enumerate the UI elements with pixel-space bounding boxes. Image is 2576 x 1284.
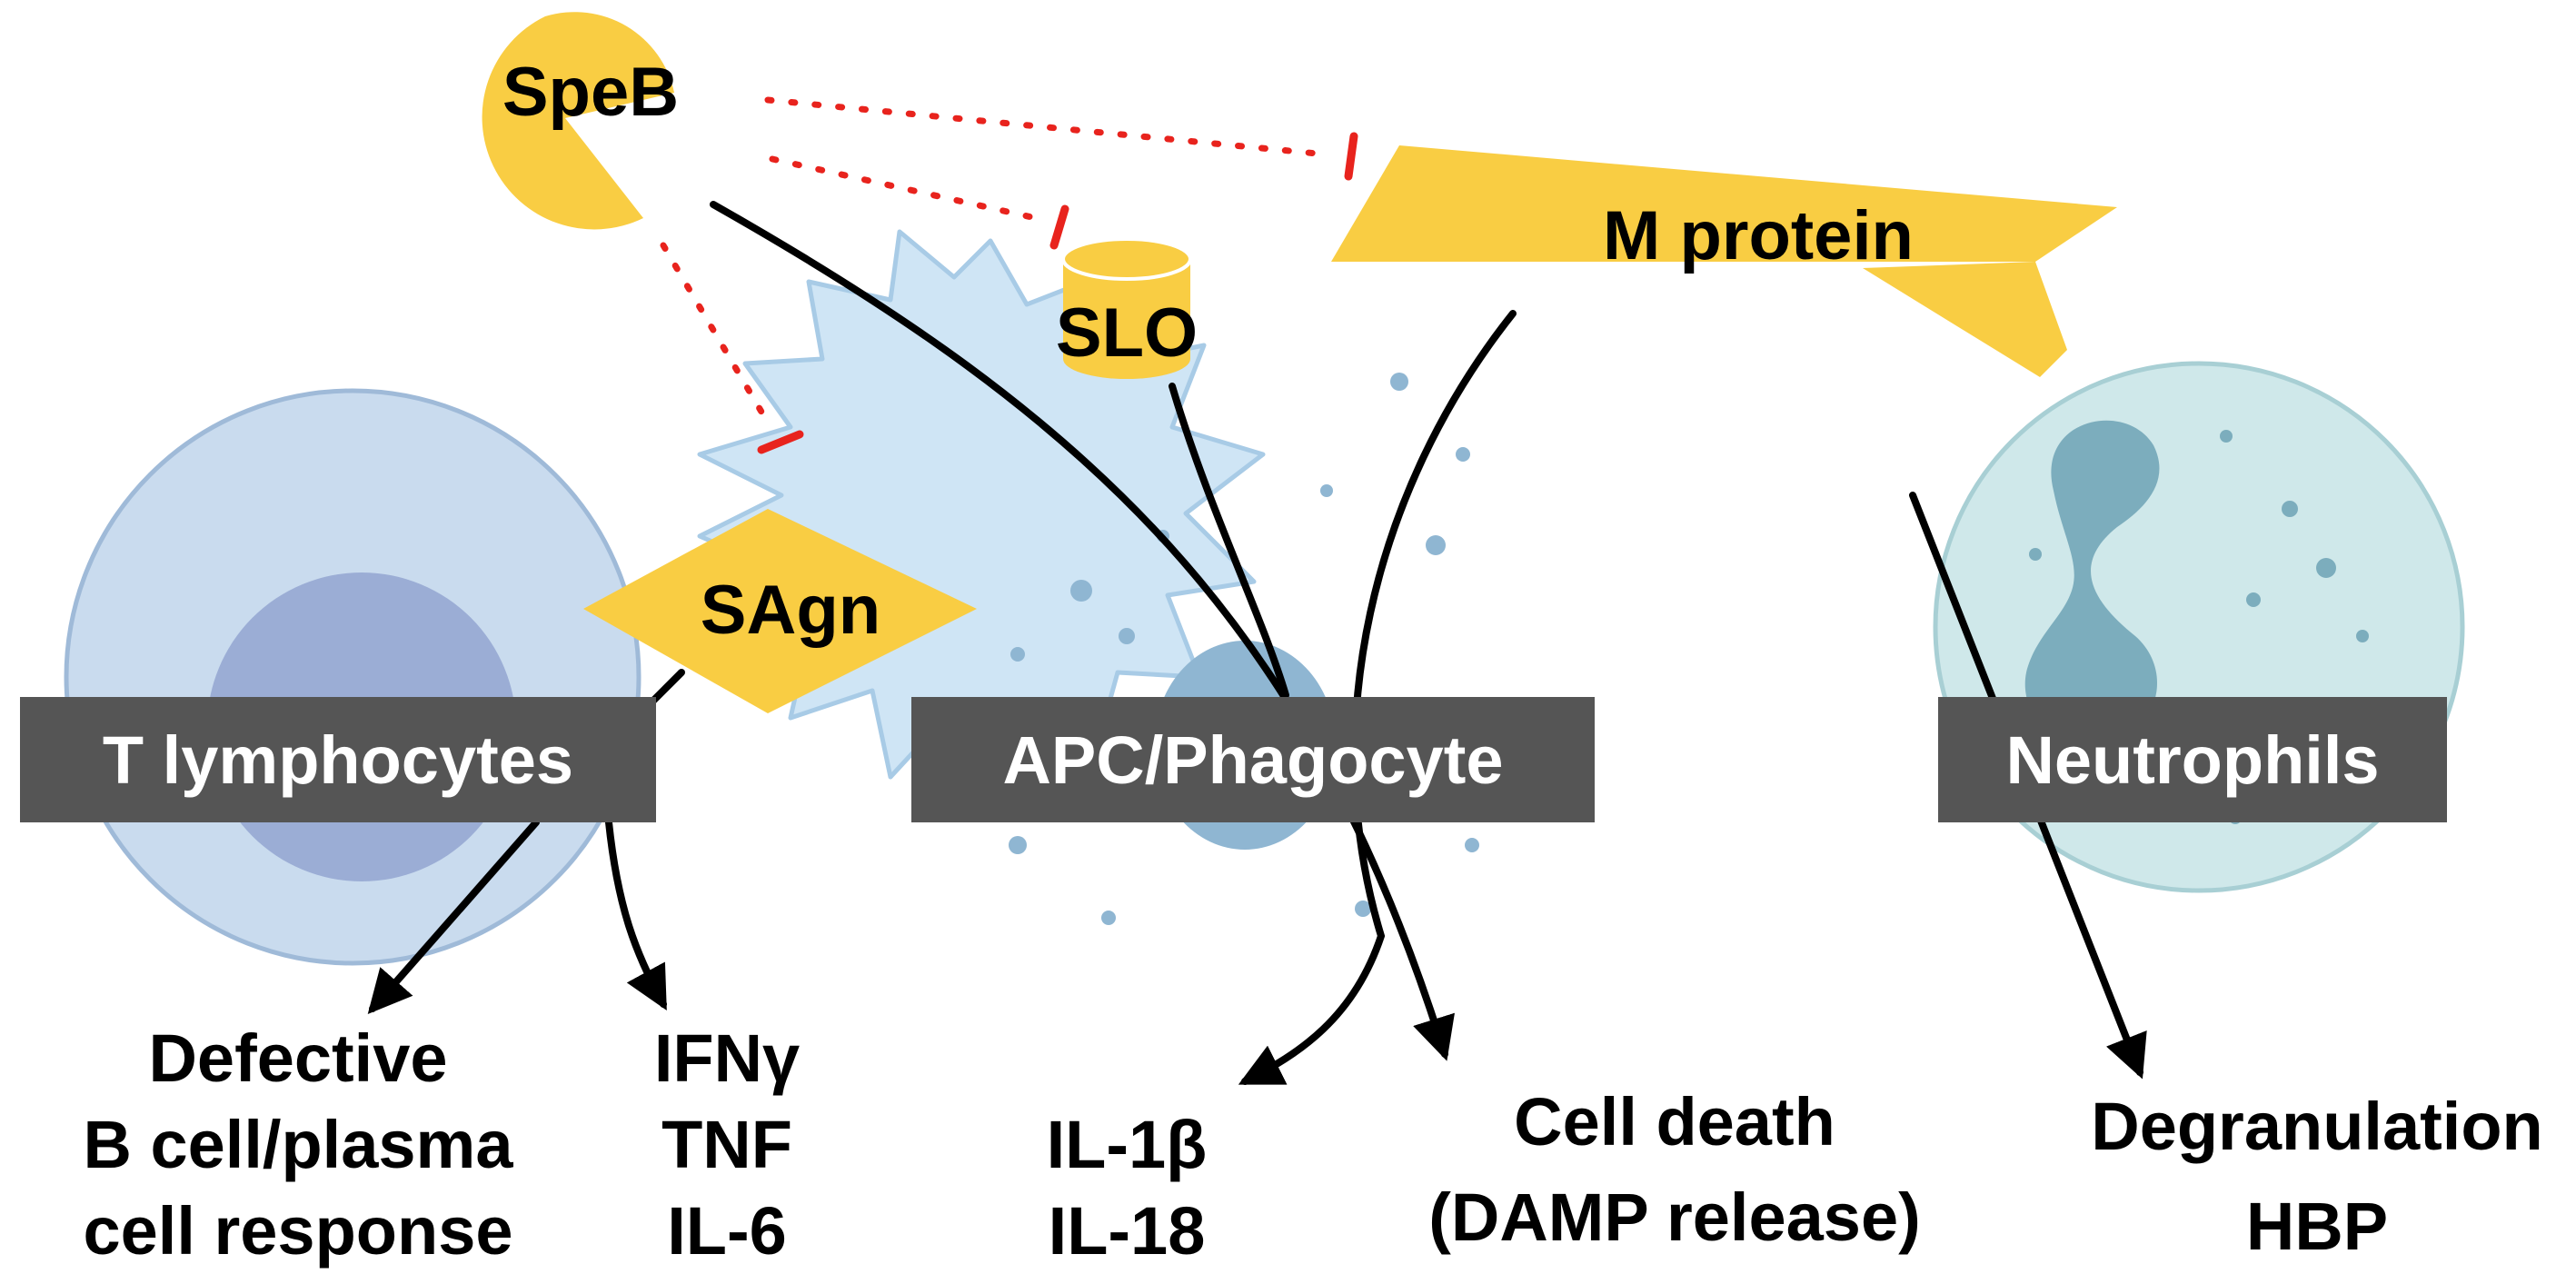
outcome-line: IL-18 <box>1049 1193 1206 1269</box>
sagn-factor: SAgn <box>583 509 977 713</box>
t-lymphocytes-label-box: T lymphocytes <box>20 697 656 822</box>
t-cell-b-cell-arrow <box>367 819 540 1015</box>
inhibit-bar-slo <box>1049 204 1069 250</box>
apc-label-box: APC/Phagocyte <box>911 697 1595 822</box>
apc-label: APC/Phagocyte <box>1002 722 1503 798</box>
outcome-line: cell response <box>83 1193 512 1269</box>
m-protein-label: M protein <box>1603 197 1914 274</box>
neutrophils-label: Neutrophils <box>2005 722 2379 798</box>
apc-death-outcome: Cell death (DAMP release) <box>1428 1084 1921 1255</box>
slo-to-apc-line <box>1169 383 1289 699</box>
t-lymphocyte-cell <box>64 388 642 966</box>
outcome-line: TNF <box>661 1107 792 1182</box>
outcome-line: HBP <box>2246 1189 2388 1264</box>
neutrophil-outcome: Degranulation HBP <box>2091 1089 2542 1264</box>
m-protein-factor: M protein <box>1331 145 2117 377</box>
neutrophils-label-box: Neutrophils <box>1938 697 2447 822</box>
inhibit-bar-m-protein <box>1344 132 1358 181</box>
outcome-line: Defective <box>148 1020 447 1096</box>
slo-label: SLO <box>1056 294 1198 372</box>
outcome-line: Degranulation <box>2091 1089 2542 1164</box>
speb-to-apc-line <box>710 201 1455 1061</box>
outcome-line: B cell/plasma <box>83 1107 513 1182</box>
outcome-line: IFNγ <box>654 1020 800 1096</box>
outcome-line: IL-6 <box>667 1193 787 1269</box>
apc-cytokine-outcome: IL-1β IL-18 <box>1047 1107 1208 1269</box>
t-cell-cytokine-arrow <box>605 819 667 1011</box>
speb-inhibits-m-protein <box>764 96 1330 158</box>
t-lymphocytes-label: T lymphocytes <box>103 722 573 798</box>
outcome-line: Cell death <box>1514 1084 1835 1160</box>
inhibit-bar-sagn <box>757 430 804 454</box>
speb-inhibits-sagn <box>660 242 771 426</box>
speb-inhibits-slo <box>769 155 1039 222</box>
slo-factor: SLO <box>1056 237 1198 379</box>
outcome-line: (DAMP release) <box>1428 1179 1921 1255</box>
outcome-line: IL-1β <box>1047 1107 1208 1182</box>
sagn-label: SAgn <box>701 572 880 649</box>
t-cell-b-cell-outcome: Defective B cell/plasma cell response <box>83 1020 513 1269</box>
speb-factor: SpeB <box>482 12 679 230</box>
t-cell-cytokine-outcome: IFNγ TNF IL-6 <box>654 1020 800 1269</box>
speb-label: SpeB <box>502 54 679 131</box>
speb-inhibition-lines <box>660 96 1358 454</box>
